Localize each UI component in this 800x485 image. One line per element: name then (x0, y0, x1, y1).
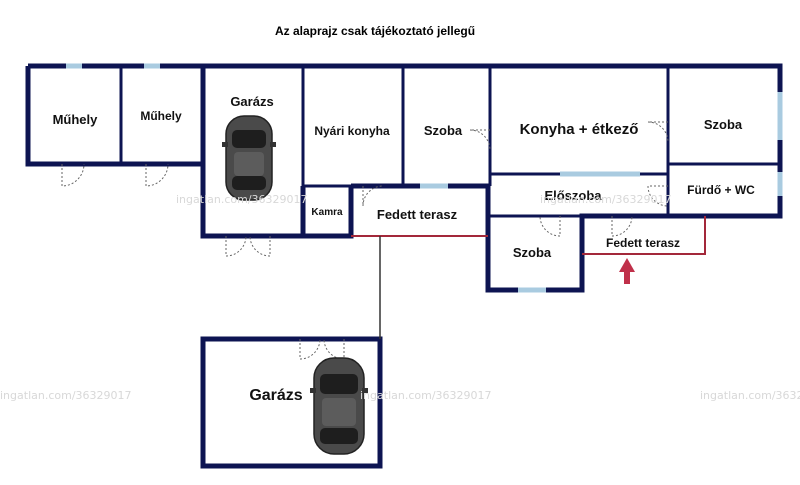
room-label-garazs: Garázs (249, 387, 302, 404)
watermark-text: ingatlan.com/36329017 (176, 193, 308, 206)
room-label-nyari-konyha: Nyári konyha (314, 124, 390, 138)
room-label-szoba: Szoba (704, 117, 743, 132)
room-label-garazs: Garázs (230, 94, 273, 109)
plan-title: Az alaprajz csak tájékoztató jellegű (274, 24, 476, 38)
interior-walls (119, 66, 780, 218)
room-label-muhely: Műhely (140, 109, 182, 123)
door-swings (61, 121, 669, 360)
windows (66, 63, 783, 293)
terrace-outlines (351, 216, 706, 255)
watermark-text: ingatlan.com/36329017 (0, 389, 132, 402)
room-label-eloszoba: Előszoba (544, 188, 602, 203)
watermark-text: ingatlan.com/36329017 (360, 389, 492, 402)
room-label-kamra: Kamra (311, 207, 343, 218)
room-label-szoba: Szoba (513, 245, 552, 260)
room-label-szoba: Szoba (424, 123, 463, 138)
watermark-text: ingatlan.com/36329017 (540, 193, 672, 206)
room-label-muhely: Műhely (53, 112, 99, 127)
watermark-text: ingatlan.com/36329017 (700, 389, 800, 402)
car-icon (222, 115, 276, 201)
entrance-arrow-icon (619, 258, 635, 284)
room-label-konyha-etkezo: Konyha + étkező (520, 121, 639, 138)
room-label-furdo-wc: Fürdő + WC (687, 183, 755, 197)
room-label-fedett-terasz: Fedett terasz (606, 236, 680, 250)
car-icon (310, 357, 368, 455)
room-label-fedett-terasz: Fedett terasz (377, 207, 458, 222)
